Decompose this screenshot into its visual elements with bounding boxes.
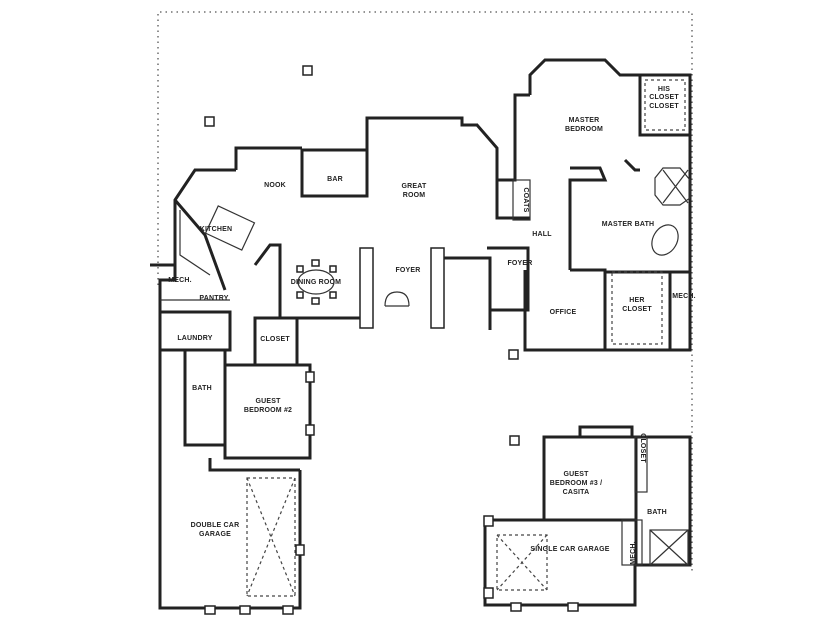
- label-his-closet-3: CLOSET: [649, 103, 679, 110]
- label-guest-bedroom-2: GUEST: [255, 398, 281, 405]
- label-her-closet-2: CLOSET: [622, 306, 652, 313]
- label-hall: HALL: [532, 231, 552, 238]
- walls-master: [487, 58, 692, 352]
- label-mech-casita: MECH.: [630, 541, 637, 565]
- label-pantry: PANTRY: [199, 295, 228, 302]
- label-foyer-small: FOYER: [507, 260, 532, 267]
- label-mech-left: MECH.: [168, 277, 192, 284]
- dining-table: [296, 259, 337, 305]
- property-line: [157, 11, 693, 572]
- garage-columns: [204, 371, 315, 615]
- walls-main: [150, 116, 530, 610]
- front-door[interactable]: [384, 291, 410, 307]
- label-master-bedroom: MASTER: [569, 117, 600, 124]
- label-kitchen: KITCHEN: [200, 226, 233, 233]
- room-labels: NOOK BAR GREAT ROOM KITCHEN MECH. PANTRY…: [168, 86, 696, 565]
- label-double-garage-2: GARAGE: [199, 531, 231, 538]
- label-bath-casita: BATH: [647, 509, 667, 516]
- label-master-bath: MASTER BATH: [602, 221, 655, 228]
- label-bar: BAR: [327, 176, 343, 183]
- label-nook: NOOK: [264, 182, 286, 189]
- label-guest-bedroom-2b: BEDROOM #2: [244, 407, 292, 414]
- label-master-bedroom-2: BEDROOM: [565, 126, 603, 133]
- label-great-room: GREAT: [402, 183, 428, 190]
- label-laundry: LAUNDRY: [177, 335, 212, 342]
- label-closet: CLOSET: [260, 336, 290, 343]
- label-foyer: FOYER: [395, 267, 420, 274]
- single-garage-door[interactable]: [496, 534, 548, 591]
- label-closet-casita: CLOSET: [639, 433, 646, 463]
- label-single-garage: SINGLE CAR GARAGE: [530, 546, 609, 553]
- label-guest-bedroom-3c: CASITA: [563, 489, 590, 496]
- label-dining-room: DINING ROOM: [291, 279, 341, 286]
- label-guest-bedroom-3: GUEST: [563, 471, 589, 478]
- label-his-closet-2: CLOSET: [649, 94, 679, 101]
- label-office: OFFICE: [550, 309, 577, 316]
- label-double-garage: DOUBLE CAR: [191, 522, 240, 529]
- label-great-room-2: ROOM: [403, 192, 426, 199]
- label-guest-bedroom-3b: BEDROOM #3 /: [550, 480, 603, 487]
- label-bath-left: BATH: [192, 385, 212, 392]
- label-coats: COATS: [522, 188, 529, 213]
- label-her-closet: HER: [629, 297, 644, 304]
- walls-casita: [483, 425, 692, 607]
- site-columns: [204, 65, 520, 446]
- double-garage-door[interactable]: [246, 477, 296, 597]
- label-mech-right: MECH.: [672, 293, 696, 300]
- casita-columns: [483, 515, 579, 612]
- label-his-closet: HIS: [658, 86, 670, 93]
